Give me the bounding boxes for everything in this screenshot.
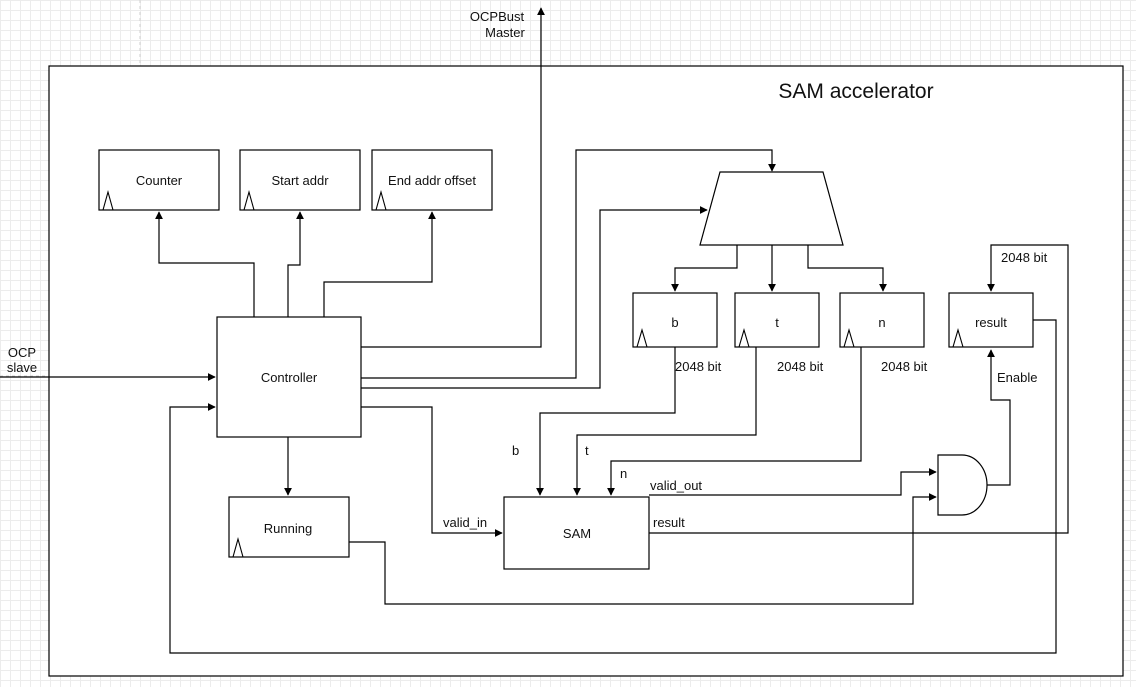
controller-end-addr-wire [323, 211, 436, 317]
valid-out-wire [649, 468, 937, 496]
end-addr-offset-register: End addr offset [371, 149, 493, 211]
n-register: n [839, 292, 925, 348]
sam-block: SAM [503, 496, 650, 570]
b-sam-wire [536, 347, 676, 496]
end-addr-offset-label: End addr offset [388, 173, 476, 188]
and-gate [937, 454, 988, 516]
ocp-master-port: OCPBust Master [470, 9, 526, 40]
n-sam-wire [607, 347, 862, 496]
t-register-label: t [775, 315, 779, 330]
controller-mux-data-wire [361, 149, 776, 379]
n-input-label: n [620, 466, 627, 481]
t-sam-wire [573, 347, 757, 496]
clock-icon [243, 189, 255, 211]
ocp-master-wire [361, 7, 545, 348]
clock-icon [738, 328, 750, 348]
running-label: Running [264, 521, 312, 536]
b-register: b [632, 292, 718, 348]
enable-wire [987, 349, 1011, 486]
clock-icon [952, 328, 964, 348]
result-register-label: result [975, 315, 1007, 330]
result-register: result [948, 292, 1034, 348]
multiplexer [699, 171, 844, 246]
b-register-label: b [671, 315, 678, 330]
enable-label: Enable [997, 370, 1037, 385]
ocp-slave-port: OCP slave [7, 345, 37, 375]
diagram-title: SAM accelerator [778, 80, 933, 103]
ocp-slave-label-1: OCP [8, 345, 36, 360]
controller-block: Controller [216, 316, 362, 438]
controller-label: Controller [261, 370, 318, 385]
clock-icon [102, 189, 114, 211]
mux-b-wire [671, 245, 738, 292]
counter-register: Counter [98, 149, 220, 211]
b-width-label: 2048 bit [675, 359, 722, 374]
t-input-label: t [585, 443, 589, 458]
running-and-wire [349, 493, 937, 605]
ocp-master-label-1: OCPBust [470, 9, 525, 24]
n-register-label: n [878, 315, 885, 330]
controller-mux-select-wire [361, 206, 708, 389]
valid-in-label: valid_in [443, 515, 487, 530]
clock-icon [636, 328, 648, 348]
clock-icon [843, 328, 855, 348]
clock-icon [232, 536, 244, 558]
controller-counter-wire [155, 211, 255, 317]
clock-icon [375, 189, 387, 211]
result-controller-wire [169, 319, 1057, 654]
ocp-slave-label-2: slave [7, 360, 37, 375]
t-width-label: 2048 bit [777, 359, 824, 374]
result-output-label: result [653, 515, 685, 530]
running-register: Running [228, 496, 350, 558]
t-register: t [734, 292, 820, 348]
counter-label: Counter [136, 173, 183, 188]
result-feedback-wire [649, 244, 1069, 534]
mux-n-wire [807, 245, 887, 292]
valid-out-label: valid_out [650, 478, 702, 493]
ocp-master-label-2: Master [485, 25, 525, 40]
result-width-label: 2048 bit [1001, 250, 1048, 265]
start-addr-label: Start addr [271, 173, 329, 188]
sam-label: SAM [563, 526, 591, 541]
n-width-label: 2048 bit [881, 359, 928, 374]
valid-in-wire [361, 406, 503, 537]
controller-start-addr-wire [287, 211, 304, 317]
b-input-label: b [512, 443, 519, 458]
start-addr-register: Start addr [239, 149, 361, 211]
